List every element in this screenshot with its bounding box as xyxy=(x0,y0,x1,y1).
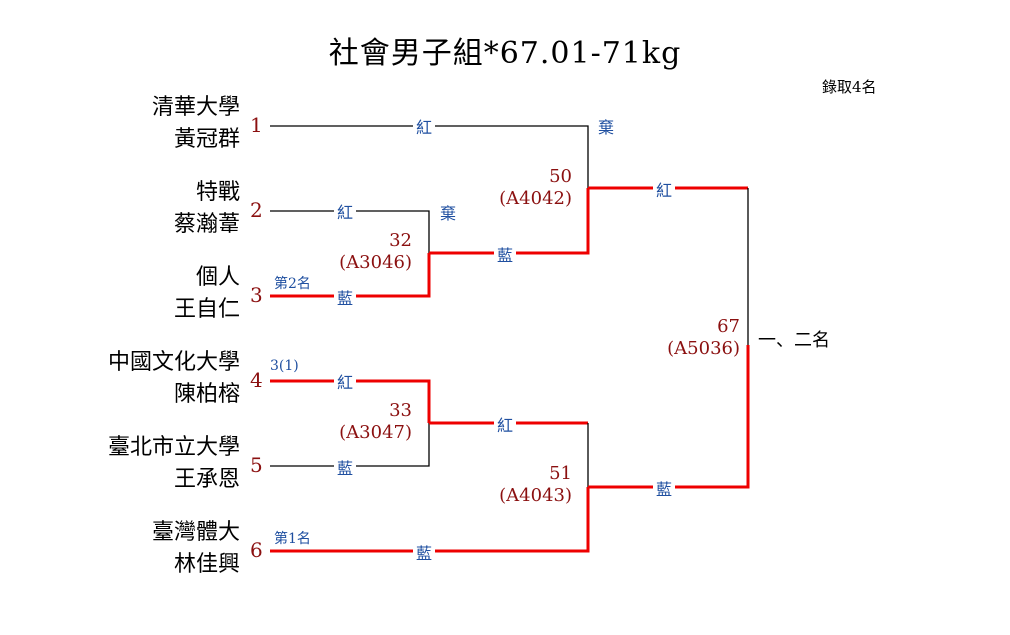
entrant-name: 王承恩 xyxy=(173,467,240,492)
m50-forfeit: 棄 xyxy=(595,114,618,138)
match-code: (A5036) xyxy=(667,338,740,359)
m50-blue-label: 藍 xyxy=(494,242,517,266)
entrant-team: 特戰 xyxy=(195,180,240,205)
m67-blue-label: 藍 xyxy=(653,476,676,500)
line-seed-6 xyxy=(270,487,590,553)
match-number: 32 xyxy=(389,230,412,251)
entrant-name: 蔡瀚葦 xyxy=(173,212,240,237)
line-m32-winner xyxy=(429,188,590,255)
quota-label: 錄取4名 xyxy=(822,78,877,96)
seed-3: 3 xyxy=(250,283,263,307)
match-33: 33 (A3047) xyxy=(339,400,412,444)
match-32: 32 (A3046) xyxy=(339,230,412,274)
line-m51-winner xyxy=(588,345,750,489)
match-code: (A3046) xyxy=(339,252,412,273)
bracket-title: 社會男子組*67.01-71kg xyxy=(328,36,682,71)
m33-blue-label: 藍 xyxy=(334,455,357,479)
seed-6: 6 xyxy=(250,538,263,562)
m32-red-label: 紅 xyxy=(334,199,357,223)
match-50: 50 (A4042) xyxy=(499,166,572,210)
match-number: 51 xyxy=(549,463,572,484)
m51-blue-label: 藍 xyxy=(413,540,436,564)
entrant-team: 臺北市立大學 xyxy=(107,435,240,460)
m33-red-label: 紅 xyxy=(334,369,357,393)
entrant-name: 王自仁 xyxy=(173,297,240,322)
match-51: 51 (A4043) xyxy=(499,463,572,507)
match-number: 33 xyxy=(389,400,412,421)
line-seed-1 xyxy=(270,125,589,188)
line-seed-5 xyxy=(270,423,430,467)
seed-1: 1 xyxy=(250,113,263,137)
line-seed-2 xyxy=(270,210,430,253)
m50-red-label: 紅 xyxy=(413,114,436,138)
entrant-name: 林佳興 xyxy=(173,552,240,577)
rank-note-6: 第1名 xyxy=(274,531,311,547)
m51-red-label: 紅 xyxy=(494,412,517,436)
entrant-name: 陳柏榕 xyxy=(173,382,240,407)
seed-5: 5 xyxy=(250,453,263,477)
entrant-2: 特戰 蔡瀚葦 xyxy=(174,177,240,241)
rank-note-4: 3(1) xyxy=(270,358,299,374)
match-67: 67 (A5036) xyxy=(667,316,740,360)
entrant-team: 個人 xyxy=(195,265,240,290)
line-seed-3 xyxy=(270,253,431,298)
seed-4: 4 xyxy=(250,368,263,392)
match-number: 67 xyxy=(717,316,740,337)
seed-2: 2 xyxy=(250,198,263,222)
entrant-3: 個人 王自仁 xyxy=(174,262,240,326)
match-code: (A4043) xyxy=(499,485,572,506)
match-code: (A3047) xyxy=(339,422,412,443)
entrant-team: 中國文化大學 xyxy=(107,350,240,375)
rank-note-3: 第2名 xyxy=(274,276,311,292)
entrant-team: 清華大學 xyxy=(151,95,240,120)
entrant-name: 黃冠群 xyxy=(173,127,240,152)
m32-forfeit: 棄 xyxy=(437,200,460,224)
entrant-team: 臺灣體大 xyxy=(151,520,240,545)
m32-blue-label: 藍 xyxy=(334,285,357,309)
entrant-1: 清華大學 黃冠群 xyxy=(152,92,240,156)
match-number: 50 xyxy=(549,166,572,187)
match-code: (A4042) xyxy=(499,188,572,209)
entrant-4: 中國文化大學 陳柏榕 xyxy=(108,347,240,411)
final-placement-label: 一、二名 xyxy=(758,330,830,351)
entrant-5: 臺北市立大學 王承恩 xyxy=(108,432,240,496)
line-seed-4 xyxy=(270,379,431,423)
entrant-6: 臺灣體大 林佳興 xyxy=(152,517,240,581)
m67-red-label: 紅 xyxy=(653,177,676,201)
